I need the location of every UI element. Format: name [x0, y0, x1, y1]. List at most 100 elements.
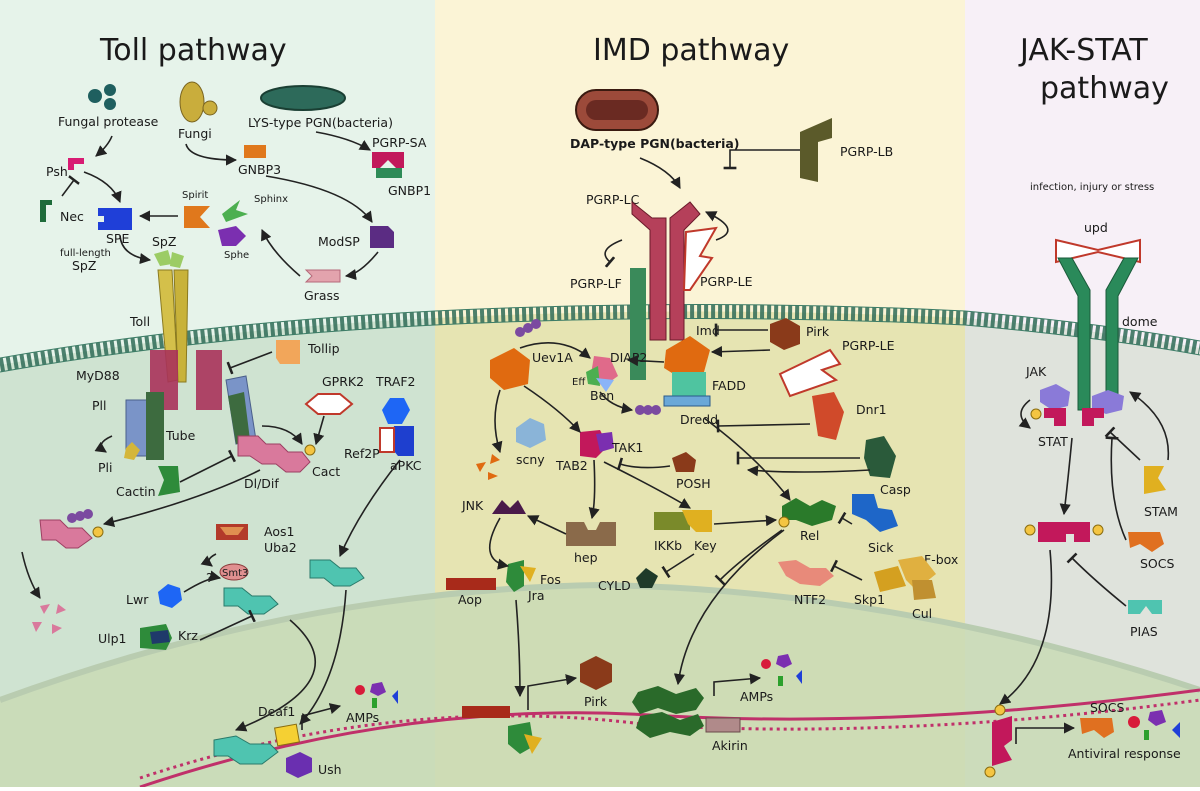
label-posh: POSH [676, 476, 711, 491]
label-cul: Cul [912, 606, 932, 621]
antiviral-icon [1128, 710, 1180, 740]
nec-shape [40, 200, 52, 222]
sphinx-shape [222, 200, 248, 222]
stat-receptor-left [1044, 408, 1066, 426]
label-key: Key [694, 538, 717, 553]
spirit-shape [184, 206, 210, 228]
label-spz: SpZ [152, 234, 176, 249]
label-nec: Nec [60, 209, 84, 224]
label-lwr: Lwr [126, 592, 149, 607]
jra-fos-nucleus [508, 722, 534, 754]
cyld-shape [636, 568, 658, 588]
label-myd88: MyD88 [76, 368, 120, 383]
pias-shape [1128, 600, 1162, 614]
stat-nucleus-phospho-bottom [984, 766, 996, 778]
label-grass: Grass [304, 288, 340, 303]
tube-right [228, 392, 250, 444]
imd-arrows [488, 149, 871, 710]
label-modsp: ModSP [318, 234, 360, 249]
skp1-cul-complex [874, 566, 906, 592]
eff-shape [586, 366, 600, 386]
label-pgrp-le: PGRP-LE [700, 274, 753, 289]
cact-ubiquitinated [39, 519, 93, 549]
cact-dl-complex [237, 435, 311, 473]
imd-ub-chain [515, 319, 541, 337]
label-cactin: Cactin [116, 484, 156, 499]
aop-shape [446, 578, 496, 590]
stat-dimer-phospho-right [1092, 524, 1104, 536]
dl-sumo [223, 587, 279, 615]
cactin-shape [158, 466, 180, 496]
lwr-shape [158, 584, 182, 608]
stat-nucleus-phospho-top [994, 704, 1006, 716]
pli-shape [124, 442, 140, 460]
label-gnbp3: GNBP3 [238, 162, 281, 177]
label-uev1a: Uev1A [532, 350, 573, 365]
cact-ub-phospho [92, 526, 104, 538]
ubiquitin-chain [67, 509, 93, 523]
label-aos1: Aos1 [264, 524, 294, 539]
label-tak1: TAK1 [611, 440, 643, 455]
label-imd-amps: AMPs [740, 689, 773, 704]
scny-shape [516, 418, 546, 448]
label-spirit: Spirit [182, 190, 208, 201]
label-pgrp-lc: PGRP-LC [586, 192, 640, 207]
label-dome: dome [1122, 314, 1158, 329]
label-diap2: DIAP2 [610, 350, 647, 365]
pgrp-lb-shape [800, 118, 832, 182]
label-amps: AMPs [346, 710, 379, 725]
pirk-shape [770, 318, 800, 350]
label-stat: STAT [1038, 434, 1068, 449]
cact-fragments [32, 604, 66, 634]
label-pgrp-lb: PGRP-LB [840, 144, 893, 159]
label-krz: Krz [178, 628, 198, 643]
label-upd: upd [1084, 220, 1108, 235]
stat-receptor-right [1082, 408, 1104, 426]
label-rel: Rel [800, 528, 819, 543]
dredd-ub-chain [635, 405, 661, 415]
rel-shape [782, 498, 836, 526]
jak-title-line1: JAK-STAT [1018, 33, 1148, 68]
akirin-shape [705, 717, 741, 733]
label-antiviral: Antiviral response [1068, 746, 1181, 761]
uev1a-shape [490, 348, 530, 390]
label-gprk2: GPRK2 [322, 374, 364, 389]
dap-bacteria-icon [575, 89, 659, 131]
dnr1-shape [812, 392, 844, 440]
rel-nucleus [632, 686, 704, 714]
toll-receptor [150, 269, 222, 410]
tube-shape [146, 392, 164, 460]
label-dredd: Dredd [680, 412, 718, 427]
ntf2-shape [778, 560, 834, 586]
label-fadd: FADD [712, 378, 746, 393]
jak-shape-left [1040, 384, 1070, 410]
pgrp-lc-receptor [631, 200, 701, 341]
pgrp-sa-shape [372, 152, 404, 168]
label-stam: STAM [1144, 504, 1178, 519]
label-traf2: TRAF2 [375, 374, 416, 389]
gnbp3-shape [244, 145, 266, 158]
label-fulllength-1: full-length [60, 248, 111, 259]
deaf1-shape [274, 723, 300, 747]
label-dnr1: Dnr1 [856, 402, 887, 417]
label-uba2: Uba2 [264, 540, 297, 555]
label-question: ? [206, 570, 213, 585]
casp-shape [864, 436, 896, 478]
pgrp-le2-shape [778, 348, 842, 398]
ikkb-key-complex [654, 512, 690, 530]
label-dap-pgn: DAP-type PGN(bacteria) [570, 136, 740, 151]
label-lys-pgn: LYS-type PGN(bacteria) [248, 115, 393, 130]
jak-arrows [999, 391, 1170, 744]
imd-shape [664, 336, 710, 378]
label-skp1: Skp1 [854, 592, 885, 607]
stat-phospho [1030, 408, 1042, 420]
dl-nucleus [213, 735, 279, 765]
gnbp1-shape [376, 168, 402, 178]
sick-shape [852, 494, 898, 532]
pgrp-le-receptor [682, 226, 718, 291]
jra-fos-complex [506, 560, 524, 592]
toll-title: Toll pathway [99, 33, 287, 68]
apkc-shape [390, 426, 414, 456]
